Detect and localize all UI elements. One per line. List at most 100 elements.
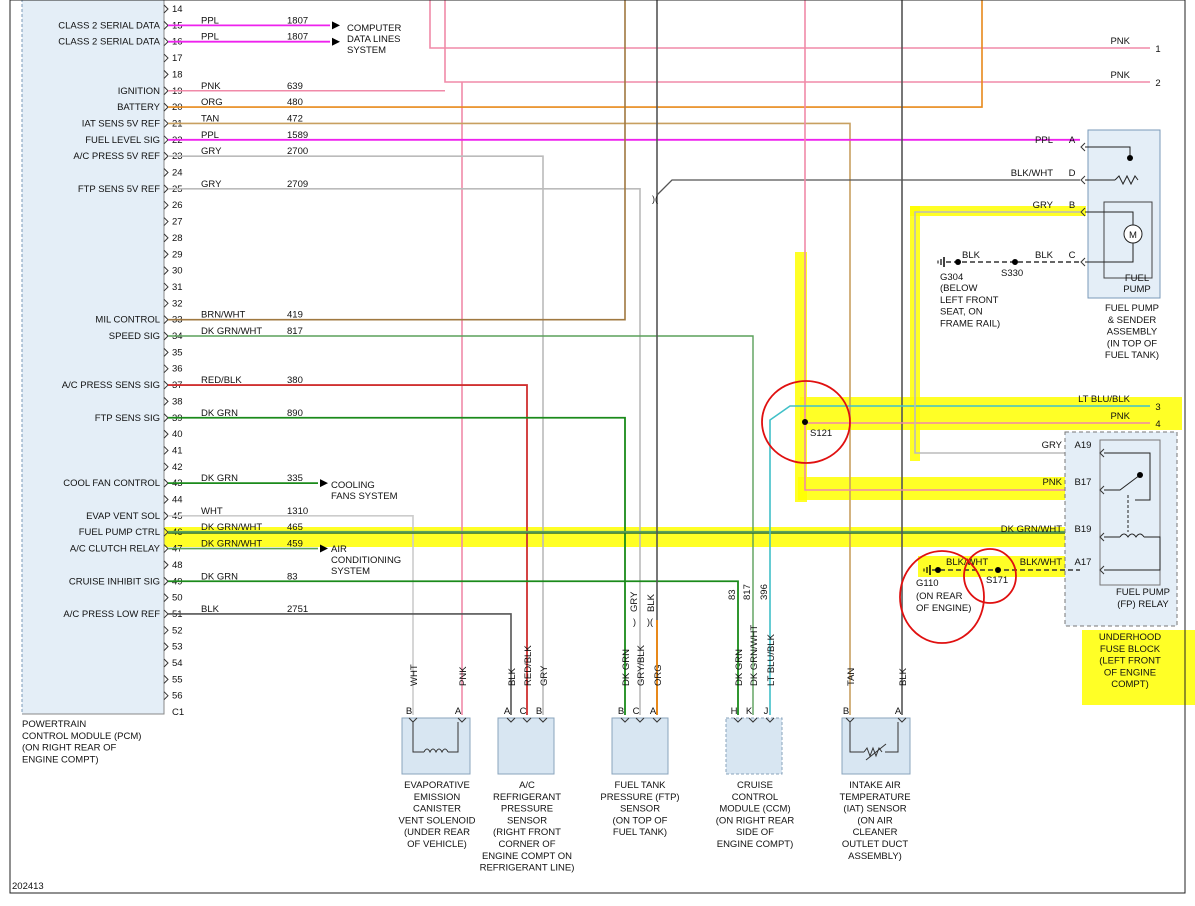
pcm-pin-label: COOL FAN CONTROL [63,478,160,489]
pin-chevron [748,717,758,723]
pin-chevron [163,380,169,390]
pcm-title: ENGINE COMPT) [22,754,99,765]
pin-chevron [765,717,775,723]
relay-wire-color: DK GRN/WHT [1001,524,1062,535]
relay-coil-wire [1104,536,1161,571]
pin-chevron [163,168,169,177]
pin-chevron [163,462,169,472]
component-name: (ON AIR [857,815,893,826]
ac-system-label: CONDITIONING [331,555,401,566]
connector-label: C1 [172,707,184,718]
solenoid-wire [448,722,459,753]
data-lines-system-label: COMPUTER [347,23,402,34]
pcm-pin-number: 31 [172,282,183,293]
relay-pin: A17 [1075,557,1092,568]
wire-blkwht-d [656,179,1080,196]
pcm-pin-label: CLASS 2 SERIAL DATA [58,37,160,48]
fuel-pump-title: (IN TOP OF [1107,338,1157,349]
relay-switch [1104,474,1141,491]
fuel-pump-wire-color: BLK/WHT [1011,168,1053,179]
component-name: (UNDER REAR [404,827,470,838]
fuse-block-label: COMPT) [1111,679,1148,690]
pcm-pin-number: 17 [172,53,183,64]
pin-chevron [163,397,169,406]
wire-color-label: DK GRN/WHT [201,539,262,550]
relay-contact-wire [1104,452,1151,501]
pin-chevron [163,86,169,96]
highlight-pnk-b17 [798,477,1080,500]
wire-redblk-37 [168,384,528,715]
pcm-pin-number: 27 [172,217,183,228]
ground-g304-desc: LEFT FRONT [940,295,999,306]
arrow-ac [320,544,328,553]
relay-pin: B17 [1075,477,1092,488]
sender-wire [1085,146,1131,158]
pin-chevron [163,217,169,226]
highlight-pnk-vertical [795,252,807,502]
pcm-pin-number: 52 [172,625,183,636]
circuit-number: 817 [287,326,303,337]
pin-chevron [163,625,169,635]
pin-chevron [163,478,169,488]
sender-resistor [1114,174,1139,186]
pcm-pin-label: IAT SENS 5V REF [82,118,161,129]
component-name: CRUISE [737,780,773,791]
pin-chevron [163,495,169,504]
component-name: A/C [519,780,535,791]
fuel-pump-pin: D [1069,168,1076,179]
fuel-pump-title: ASSEMBLY [1107,327,1158,338]
component-pin: B [536,706,542,717]
pin-chevron [163,560,169,570]
wire-tan-21 [168,122,851,715]
solenoid-wire [412,722,424,753]
component-name: FUEL TANK [614,780,666,791]
component-pin: A [650,706,657,717]
red-circle-g110 [899,550,985,644]
right-wire-number: 2 [1155,78,1160,89]
wire-pnk-1 [429,0,1150,49]
pcm-pin-number: 44 [172,495,183,506]
pcm-pin-number: 50 [172,593,183,604]
component-wire-label: WHT [409,664,420,686]
pin-chevron [897,717,907,723]
fuel-pump-title: & SENDER [1108,315,1157,326]
arrow-cooling [320,479,328,488]
fuel-pump-pin: B [1069,200,1075,211]
component-name: INTAKE AIR [849,780,901,791]
pin-chevron [522,717,532,723]
circuit-number: 639 [287,81,303,92]
diagram-frame [9,0,1186,894]
pin-chevron [733,717,743,723]
pin-chevron [163,511,169,521]
ac-system-label: SYSTEM [331,566,370,577]
data-lines-system-label: SYSTEM [347,45,386,56]
relay-pin: A19 [1075,440,1092,451]
wire-wht-45 [168,515,414,715]
iat-wire [849,722,864,753]
s330-dot [1012,259,1018,265]
vertical-label: GRY [629,591,640,612]
solenoid-coil [423,748,449,754]
component-name: SIDE OF [736,827,774,838]
pcm-pin-number: 28 [172,233,183,244]
component-name: ENGINE COMPT) [717,839,794,850]
fuel-pump-box [1087,129,1161,299]
wire-pnk-b17 [804,0,1080,491]
ac-system-label: AIR [331,544,347,555]
pin-chevron [163,200,169,210]
component-name: EMISSION [414,792,461,803]
wire-color-label: PPL [201,15,219,26]
pcm-title: CONTROL MODULE (PCM) [22,731,141,742]
pin-chevron [163,674,169,684]
splice-s330-label: S330 [1001,268,1023,279]
component-name: PRESSURE (FTP) [600,792,679,803]
component-pin: C [520,706,527,717]
component-pin: H [731,706,738,717]
pin-chevron [163,364,169,374]
ground-g304-desc: FRAME RAIL) [940,318,1000,329]
circuit-number: 890 [287,408,303,419]
pcm-pin-number: 42 [172,462,183,473]
wire-color-label: BLK [201,604,220,615]
